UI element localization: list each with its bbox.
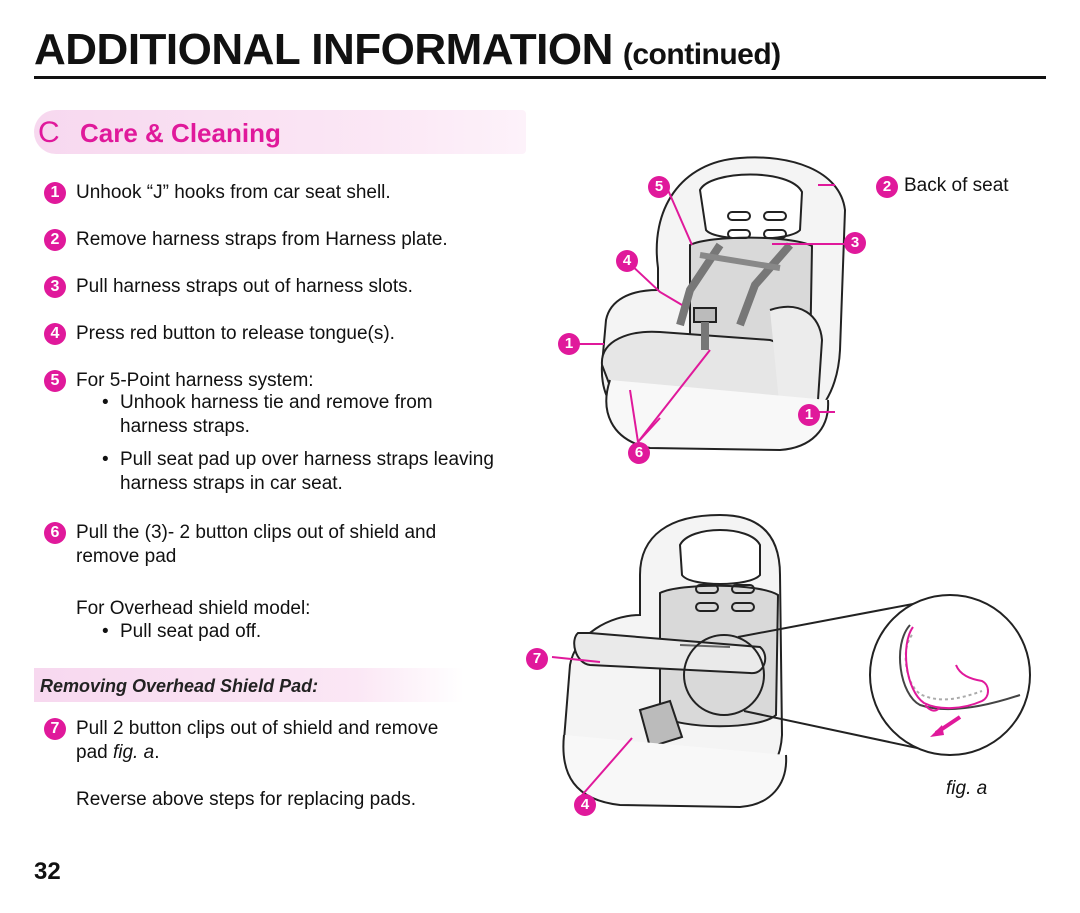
- bullet-dot: •: [102, 449, 109, 470]
- bullet-5pt-2-line2: harness straps in car seat.: [120, 473, 343, 494]
- step-text-7: Pull 2 button clips out of shield and re…: [76, 718, 439, 739]
- overhead-bullet: • Pull seat pad off.: [102, 620, 402, 646]
- step-text-3: Pull harness straps out of harness slots…: [76, 276, 413, 297]
- step-text-2: Remove harness straps from Harness plate…: [76, 229, 448, 250]
- callout-4-top: 4: [616, 250, 638, 272]
- overhead-bullet-text: Pull seat pad off.: [120, 621, 262, 642]
- section-header-bar: [34, 110, 526, 154]
- step-number-3: 3: [44, 276, 66, 298]
- car-seat-illustration-shield: [551, 513, 1031, 809]
- subsection-title: Removing Overhead Shield Pad:: [40, 676, 319, 696]
- callout-7: 7: [526, 648, 548, 670]
- step-text-1: Unhook “J” hooks from car seat shell.: [76, 182, 391, 203]
- callout-4-bottom: 4: [574, 794, 596, 816]
- page-number: 32: [34, 858, 61, 885]
- page-title-continued: (continued): [622, 38, 781, 71]
- step-number-7: 7: [44, 718, 66, 740]
- subsection-bar: [34, 668, 464, 702]
- back-of-seat-label: Back of seat: [904, 175, 1009, 196]
- fig-a-label: fig. a: [946, 778, 988, 799]
- step-text-7-line2: pad fig. a.: [76, 741, 159, 765]
- step-text-5: For 5-Point harness system:: [76, 370, 314, 391]
- step-number-5: 5: [44, 370, 66, 392]
- bullet-5pt-1: • Unhook harness tie and remove from har…: [102, 391, 542, 441]
- step-number-6: 6: [44, 522, 66, 544]
- page-title: ADDITIONAL INFORMATION (continued): [34, 28, 781, 72]
- step-number-1: 1: [44, 182, 66, 204]
- bullet-5pt-1-line1: Unhook harness tie and remove from: [120, 392, 433, 413]
- reverse-steps-text: Reverse above steps for replacing pads.: [76, 789, 417, 810]
- page-title-main: ADDITIONAL INFORMATION: [34, 25, 613, 74]
- overhead-intro: For Overhead shield model:: [76, 598, 311, 619]
- step-7-pad: pad: [76, 742, 113, 763]
- car-seat-illustration-top: [578, 156, 847, 452]
- callout-6: 6: [628, 442, 650, 464]
- step-text-6-line2: remove pad: [76, 546, 177, 567]
- step-text-6: Pull the (3)- 2 button clips out of shie…: [76, 522, 437, 543]
- bullet-5pt-1-line2: harness straps.: [120, 416, 250, 437]
- callout-1-right: 1: [798, 404, 820, 426]
- title-divider: [34, 76, 1046, 79]
- callout-5: 5: [648, 176, 670, 198]
- section-letter: C: [38, 116, 60, 149]
- section-title: Care & Cleaning: [80, 118, 281, 148]
- step-7-period: .: [154, 742, 160, 763]
- step-text-4: Press red button to release tongue(s).: [76, 323, 395, 344]
- step-number-2: 2: [44, 229, 66, 251]
- step-number-4: 4: [44, 323, 66, 345]
- callout-3: 3: [844, 232, 866, 254]
- bullet-dot: •: [102, 621, 109, 642]
- fig-a-reference: fig. a: [112, 742, 155, 763]
- callout-2: 2: [876, 176, 898, 198]
- bullet-5pt-2-line1: Pull seat pad up over harness straps lea…: [120, 449, 494, 470]
- bullet-dot: •: [102, 392, 109, 413]
- bullet-5pt-2: • Pull seat pad up over harness straps l…: [102, 448, 542, 498]
- callout-1-left: 1: [558, 333, 580, 355]
